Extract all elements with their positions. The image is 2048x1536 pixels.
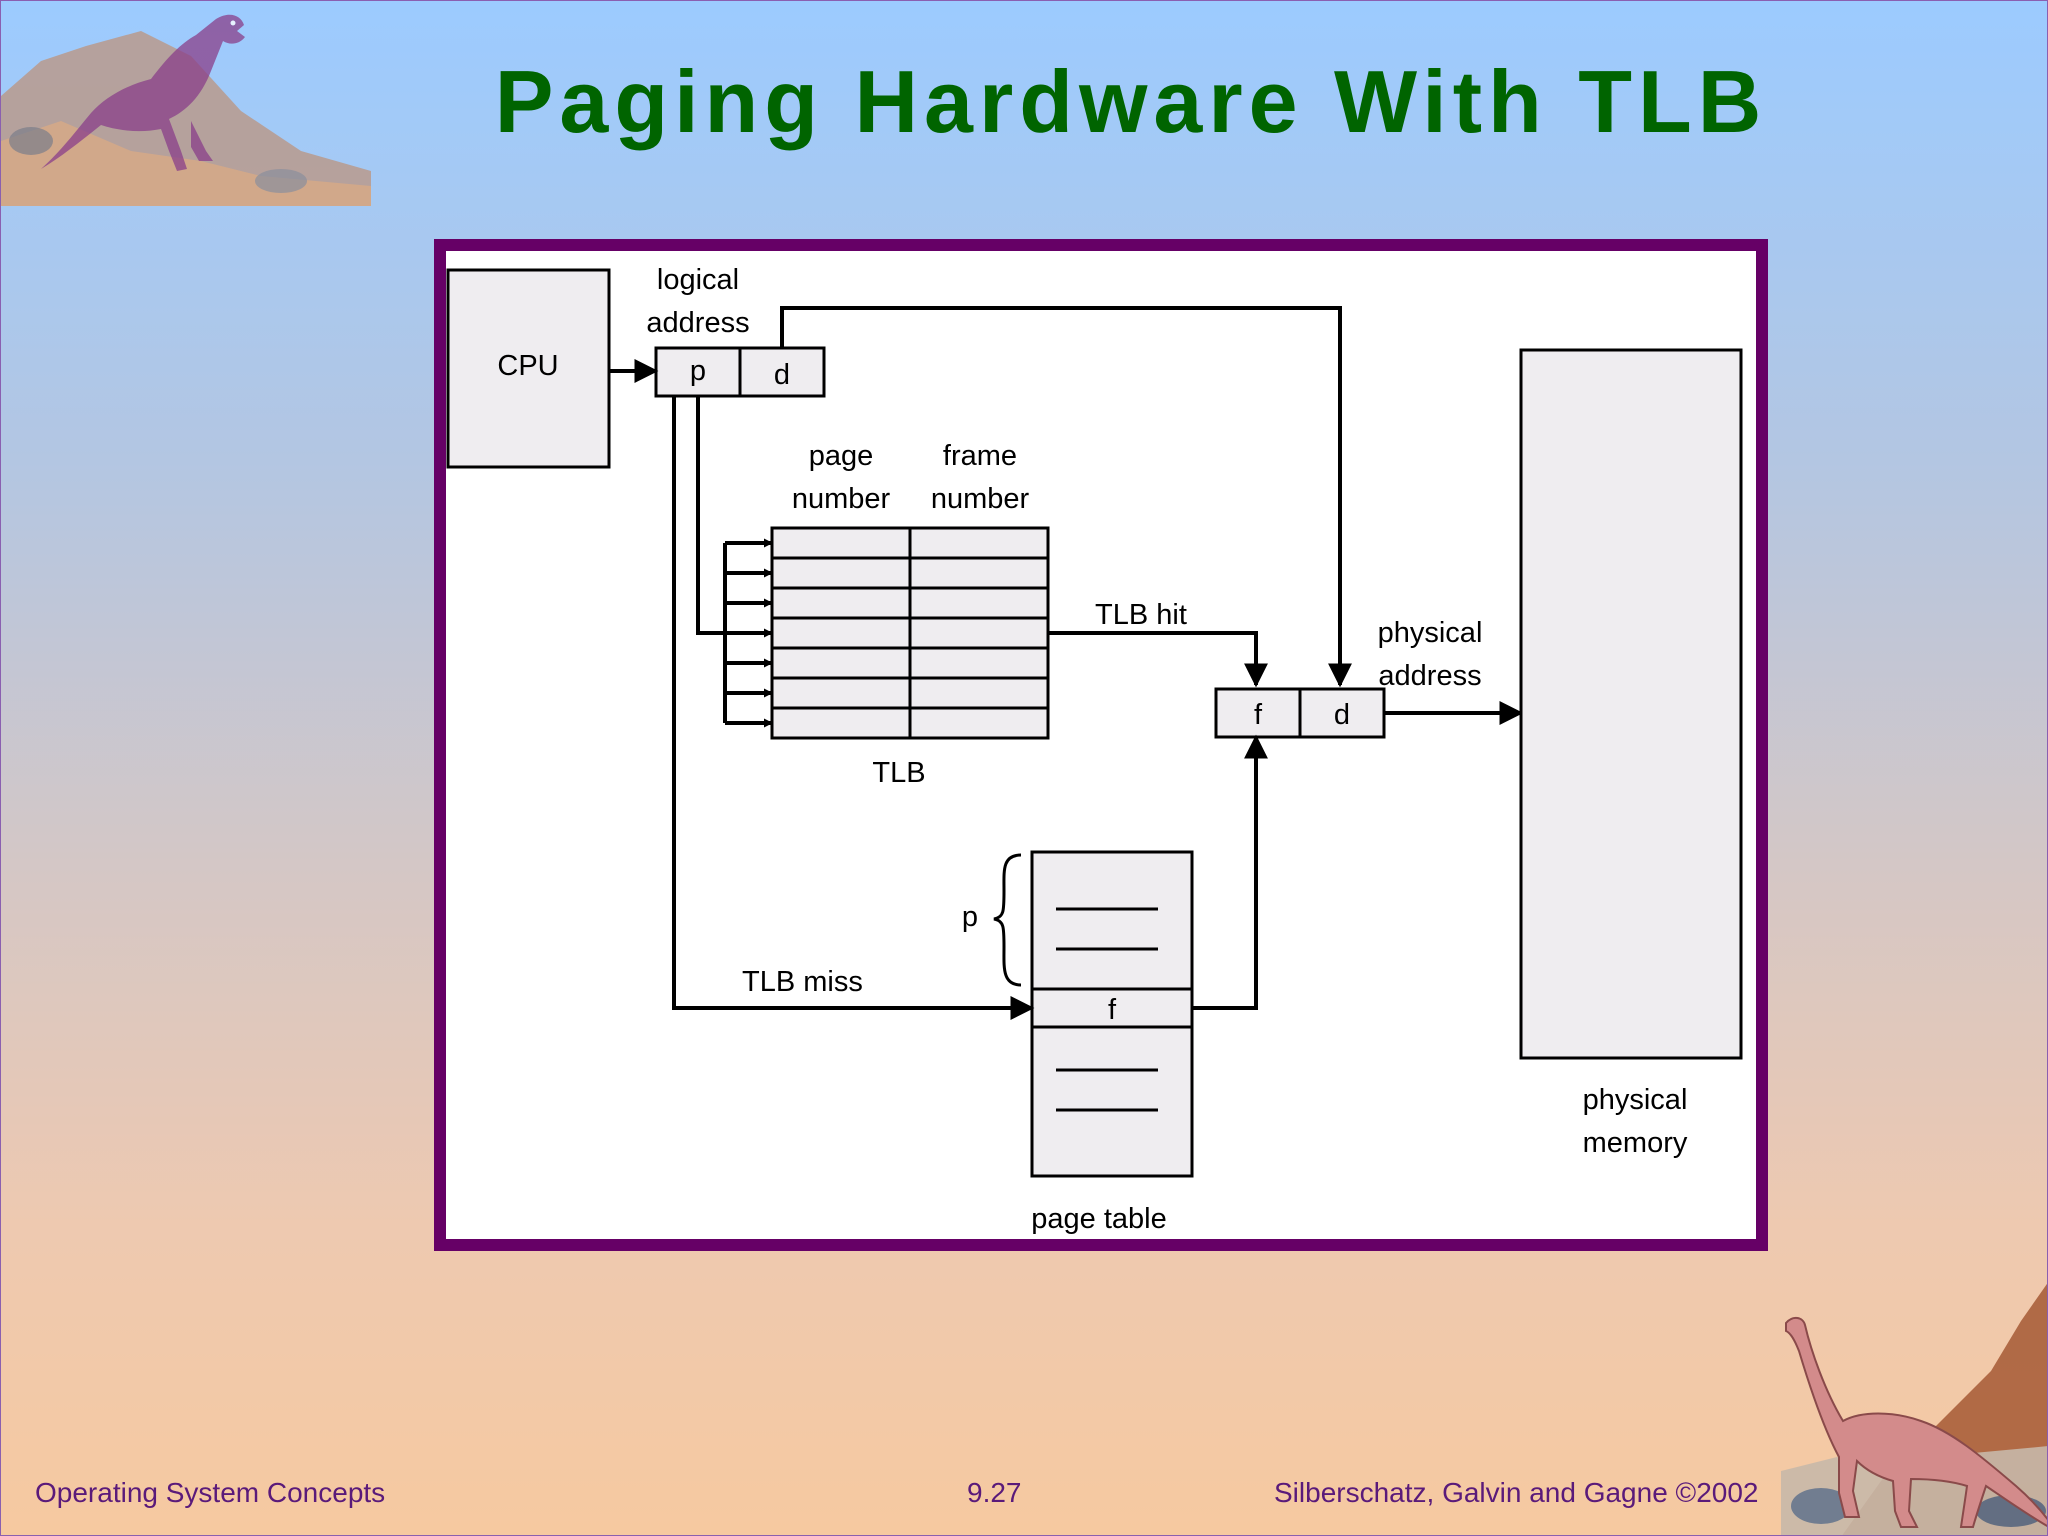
- logical-d-label: d: [774, 359, 790, 391]
- footer-slide-number: 9.27: [967, 1477, 1022, 1508]
- physical-memory-label-line1: physical: [1583, 1084, 1688, 1116]
- footer-course-title: Operating System Concepts: [35, 1477, 386, 1508]
- physical-address-label-line1: physical: [1378, 617, 1483, 649]
- physical-memory-label-line2: memory: [1583, 1127, 1688, 1159]
- logical-address-register: [654, 346, 826, 398]
- page-table-to-frame-arrow: [1192, 734, 1268, 1010]
- cpu-box: [446, 268, 611, 469]
- t-rex-dinosaur-icon: [1, 14, 371, 206]
- tlb-page-number-header-line2: number: [792, 483, 891, 515]
- tlb-hit-label: TLB hit: [1095, 599, 1187, 631]
- diagram-frame: CPU logical address p d page number fram…: [434, 239, 1768, 1251]
- physical-address-label-line2: address: [1378, 660, 1481, 692]
- logical-p-label: p: [690, 355, 706, 387]
- tlb-lookup-arrows: [696, 396, 773, 728]
- tlb-hit-arrow: [1048, 631, 1268, 688]
- physical-d-label: d: [1334, 699, 1350, 731]
- page-table-label: page table: [1031, 1203, 1166, 1235]
- footer-copyright: Silberschatz, Galvin and Gagne ©2002: [1274, 1477, 1759, 1508]
- physical-address-register: [1214, 687, 1386, 739]
- logical-address-label-line2: address: [646, 307, 749, 339]
- tlb-miss-label: TLB miss: [742, 966, 863, 998]
- page-table-f-label: f: [1108, 994, 1117, 1026]
- brachiosaurus-dinosaur-icon: [1781, 1283, 2047, 1535]
- page-table-p-label: p: [962, 901, 978, 933]
- logical-address-label-line1: logical: [657, 264, 739, 296]
- offset-d-arrow: [780, 306, 1352, 688]
- tlb-frame-number-header-line1: frame: [943, 440, 1017, 472]
- page-table-p-brace: [993, 853, 1022, 987]
- tlb-label: TLB: [872, 757, 925, 789]
- tlb-table: [770, 526, 1050, 740]
- physical-memory-box: [1519, 348, 1743, 1060]
- tlb-miss-arrow: [672, 396, 1035, 1020]
- physical-f-label: f: [1254, 699, 1263, 731]
- cpu-label: CPU: [497, 350, 558, 382]
- slide-title: Paging Hardware With TLB: [494, 52, 1768, 151]
- paging-tlb-diagram: CPU logical address p d page number fram…: [446, 264, 1743, 1235]
- page-table: [1030, 850, 1194, 1178]
- tlb-frame-number-header-line2: number: [931, 483, 1030, 515]
- tlb-page-number-header-line1: page: [809, 440, 874, 472]
